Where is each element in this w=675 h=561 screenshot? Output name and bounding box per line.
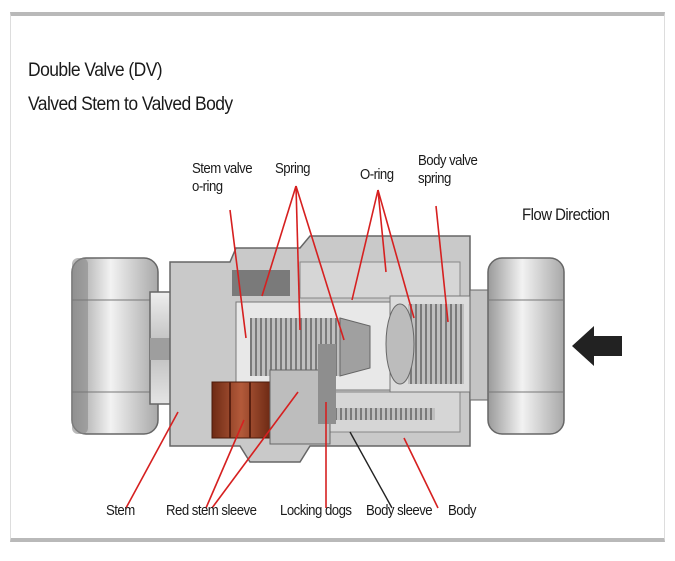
label-o-ring: O-ring bbox=[360, 166, 394, 183]
label-stem: Stem bbox=[106, 502, 135, 519]
label-flow-direction: Flow Direction bbox=[522, 205, 610, 224]
label-locking-dogs: Locking dogs bbox=[280, 502, 352, 519]
label-stem-valve-oring: Stem valve o-ring bbox=[192, 160, 253, 195]
right-nut bbox=[469, 257, 565, 435]
body-sleeve-leader bbox=[349, 431, 393, 509]
label-body: Body bbox=[448, 502, 477, 519]
label-body-sleeve: Body sleeve bbox=[366, 502, 433, 519]
diagram-subtitle: Valved Stem to Valved Body bbox=[28, 94, 233, 115]
label-red-stem-sleeve: Red stem sleeve bbox=[166, 502, 257, 519]
locking-dogs bbox=[269, 344, 336, 445]
leader-lines bbox=[125, 185, 449, 509]
red-stem-sleeve bbox=[211, 381, 271, 439]
flow-arrow bbox=[572, 326, 622, 366]
left-nut bbox=[71, 257, 159, 435]
label-spring: Spring bbox=[275, 160, 311, 177]
label-body-valve-spring: Body valve spring bbox=[418, 152, 478, 187]
diagram-title: Double Valve (DV) bbox=[28, 60, 163, 81]
